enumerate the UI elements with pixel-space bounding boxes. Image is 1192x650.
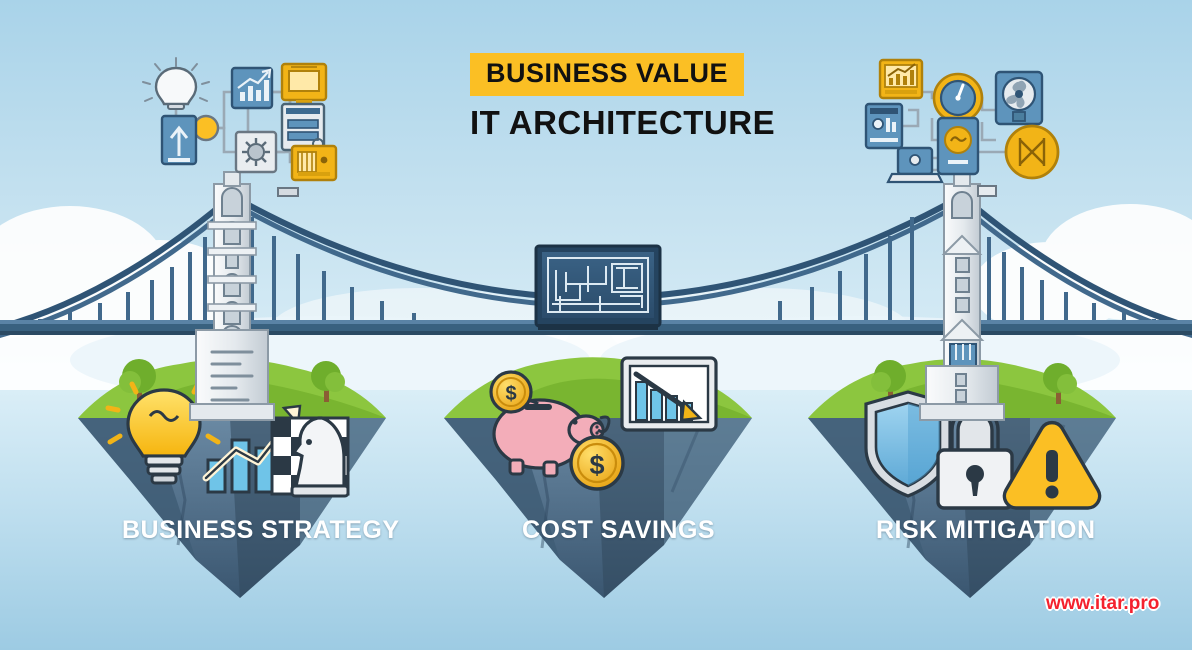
island-cost-savings: $ $ — [444, 356, 752, 598]
island-business-strategy — [78, 358, 386, 598]
right-cluster — [864, 58, 1060, 197]
blueprint-screen — [534, 244, 662, 330]
growth-chart-node-icon — [230, 66, 274, 110]
gear-node-icon — [234, 130, 278, 174]
tree-right — [311, 361, 345, 402]
chess-knight-icon — [270, 416, 350, 498]
left-cluster — [142, 57, 338, 197]
page-title: IT ARCHITECTURE — [470, 104, 776, 141]
hub-node-icon — [192, 114, 220, 142]
chart-panel-node-icon — [878, 58, 924, 100]
gauge-node-icon — [932, 72, 984, 124]
bridge-hangers-center — [250, 217, 914, 322]
svg-text:$: $ — [589, 450, 604, 480]
laptop-node-icon — [886, 146, 944, 184]
business-value-badge: BUSINESS VALUE — [470, 53, 745, 96]
lightbulb-node-icon — [142, 57, 210, 110]
shield-icon — [864, 390, 952, 498]
dollar-coin-icon-lower: $ — [569, 435, 625, 491]
report-node-icon — [864, 102, 904, 150]
watermark: www.itar.pro — [1046, 593, 1159, 615]
monitor-node-icon — [280, 62, 328, 104]
fan-node-icon — [994, 70, 1044, 126]
detached-node-right-icon — [977, 185, 997, 197]
svg-text:$: $ — [505, 383, 516, 405]
cloud-service-node-icon — [936, 116, 980, 176]
island-rock-crack-2 — [670, 424, 702, 493]
bridge-tower-left — [189, 171, 275, 421]
archive-node-icon — [290, 144, 338, 182]
island-label-business-strategy: BUSINESS STRATEGY — [122, 516, 400, 544]
watermark-text: www.itar.pro — [1046, 593, 1160, 614]
bridge-tower-right — [919, 171, 1005, 421]
island-label-risk-mitigation: RISK MITIGATION — [876, 516, 1096, 544]
island-rock-facet-c — [664, 418, 752, 545]
warning-triangle-icon — [1002, 421, 1102, 510]
server-rack-node-icon — [160, 114, 198, 166]
padlock-icon — [936, 405, 1014, 510]
dollar-coin-icon-upper: $ — [489, 370, 533, 414]
detached-node-icon — [277, 187, 299, 197]
tree-risk-right — [1043, 363, 1077, 404]
island-label-cost-savings: COST SAVINGS — [522, 516, 716, 544]
network-node-icon — [1004, 124, 1060, 180]
tree-risk-left — [871, 360, 906, 402]
bar-chart-decline-icon — [620, 356, 718, 432]
bridge-deck-shadow — [0, 331, 1192, 335]
